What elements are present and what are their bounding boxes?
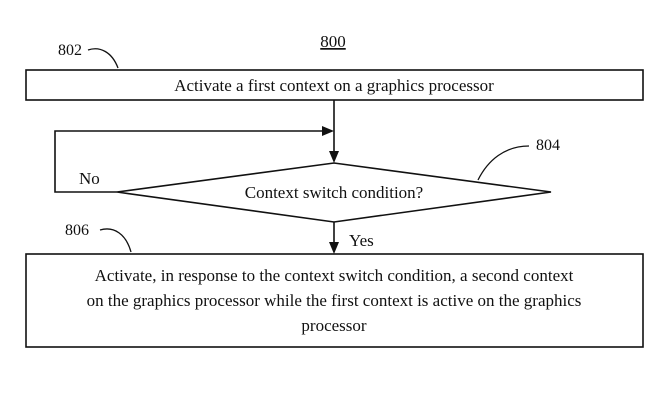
ref-label-806: 806: [65, 222, 89, 239]
decision-diamond-804: [116, 162, 552, 223]
step-text-806-line-2: on the graphics processor while the firs…: [87, 291, 582, 310]
arrowhead-into-806: [329, 242, 339, 254]
ref-label-804: 804: [536, 137, 560, 154]
yes-branch-label: Yes: [349, 231, 374, 250]
leader-802: [87, 48, 119, 69]
step-box-802: [25, 69, 644, 101]
no-loop-arrowhead: [322, 126, 334, 136]
leader-806: [99, 228, 132, 253]
leader-804: [477, 145, 530, 181]
step-box-806: [25, 253, 644, 348]
ref-label-802: 802: [58, 42, 82, 59]
figure-number: 800: [320, 32, 346, 51]
step-text-806-line-3: processor: [301, 316, 366, 335]
no-branch-label: No: [79, 169, 100, 188]
step-text-802: Activate a first context on a graphics p…: [174, 76, 494, 95]
no-loop-connector: [54, 130, 322, 193]
step-text-806-line-1: Activate, in response to the context swi…: [95, 266, 574, 285]
decision-text-804: Context switch condition?: [245, 183, 423, 202]
arrowhead-into-decision: [329, 151, 339, 163]
